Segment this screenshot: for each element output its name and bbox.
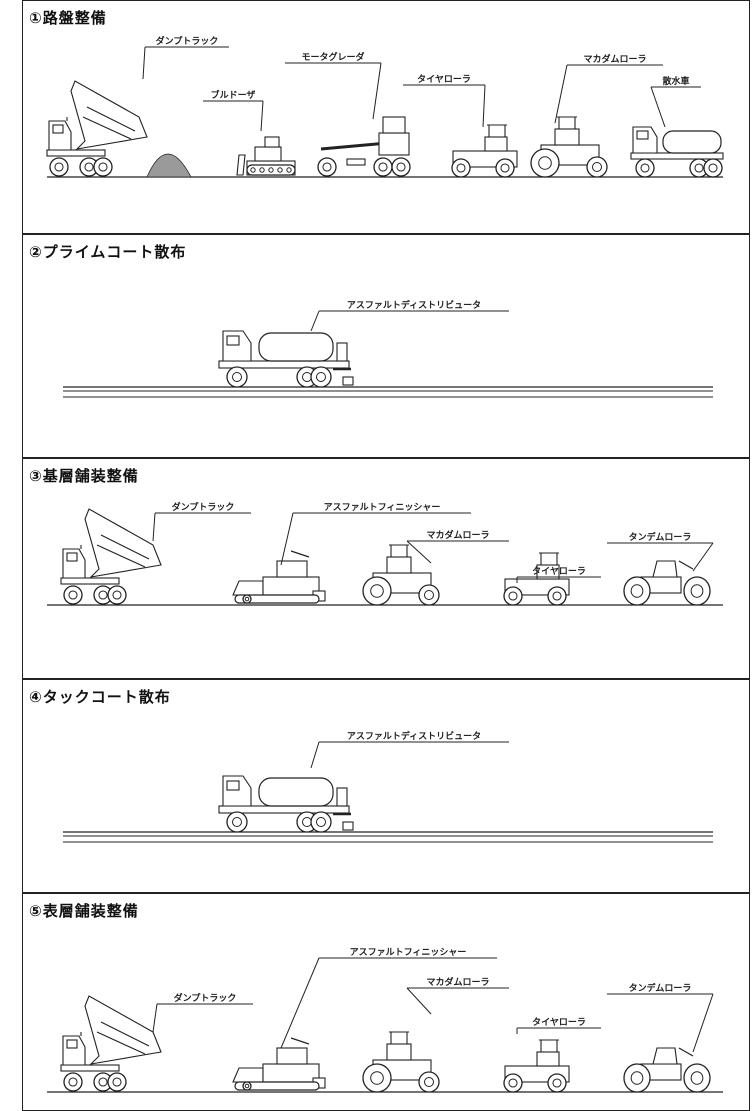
machine-label: タイヤローラ (417, 73, 471, 85)
asphalt-finisher (232, 550, 326, 604)
panel-scene: アスファルトディストリビュータ (63, 730, 713, 843)
tandem-roller (623, 1047, 711, 1093)
tire-roller (503, 1039, 570, 1093)
machine-label: タイヤローラ (532, 565, 586, 577)
asphalt-finisher (232, 1037, 326, 1091)
leader-line (403, 84, 486, 128)
leader-line (285, 62, 382, 120)
asphalt-distributor (218, 330, 354, 388)
tank-truck (630, 126, 724, 178)
leader-line (516, 1027, 601, 1034)
dump-truck (60, 995, 162, 1092)
panel-title: ⑤表層舗装整備 (29, 902, 139, 920)
figure-sheet: ①路盤整備 ダンプトラックブルドーザモータグレーダタイヤローラマカダムローラ散水… (22, 0, 752, 1111)
machine-label: アスファルトディストリビュータ (347, 299, 481, 311)
machine-label: アスファルトディストリビュータ (347, 730, 481, 742)
leader-line (152, 512, 251, 542)
macadam-roller (362, 1031, 440, 1093)
leader-line (310, 310, 509, 332)
leader-line (554, 64, 663, 124)
panel-title: ④タックコート散布 (29, 688, 171, 706)
leader-line (516, 576, 601, 583)
machine-label: アスファルトフィニッシャー (350, 947, 467, 958)
leader-line (310, 741, 509, 769)
machine-label: タイヤローラ (532, 1016, 586, 1028)
macadam-roller (530, 116, 608, 178)
leader-line (142, 46, 229, 80)
leader-line (203, 100, 264, 132)
tire-roller (503, 552, 570, 606)
bulldozer (236, 136, 296, 176)
machine-label: 散水車 (662, 75, 689, 87)
panel-prime-coat: ②プライムコート散布 アスファルトディストリビュータ (22, 234, 750, 458)
leader-line (607, 542, 714, 572)
leader-line (650, 86, 701, 128)
machine-label: タンデムローラ (629, 531, 692, 543)
machine-label: モータグレーダ (301, 51, 364, 63)
dump-truck (60, 508, 162, 605)
panel-scene: アスファルトディストリビュータ (63, 299, 713, 398)
leader-line (406, 987, 509, 1015)
dump-truck (46, 80, 148, 177)
panel-title: ①路盤整備 (29, 9, 107, 27)
machine-label: ブルドーザ (211, 89, 256, 101)
leader-line (280, 957, 497, 1049)
tandem-roller (623, 560, 711, 606)
machine-label: マカダムローラ (426, 976, 489, 988)
machine-label: タンデムローラ (629, 982, 692, 994)
machine-label: マカダムローラ (426, 529, 489, 541)
ground-line (63, 831, 713, 843)
tire-roller (451, 124, 518, 178)
panel-title: ②プライムコート散布 (29, 243, 187, 261)
panel-tack-coat: ④タックコート散布 アスファルトディストリビュータ (22, 679, 750, 893)
leader-line (280, 512, 471, 566)
machine-label: マカダムローラ (583, 53, 646, 65)
leader-line (406, 540, 509, 564)
soil-pile (146, 153, 192, 178)
leader-line (607, 993, 714, 1053)
panel-base-course: ③基層舗装整備 ダンプトラック アスファルトフィニッシャーマカダムローラタイヤロー… (22, 458, 750, 679)
machine-label: ダンプトラック (174, 992, 237, 1004)
panel-subbase: ①路盤整備 ダンプトラックブルドーザ モータグレーダタイヤローラ マカダムローラ散水… (22, 0, 750, 234)
machine-label: アスファルトフィニッシャー (324, 502, 441, 513)
leader-line (152, 1003, 253, 1033)
motor-grader (317, 116, 411, 177)
ground-line (63, 386, 713, 398)
machine-label: ダンプトラック (172, 501, 235, 513)
panel-title: ③基層舗装整備 (29, 467, 139, 485)
asphalt-distributor (218, 775, 354, 833)
macadam-roller (362, 544, 440, 606)
machine-label: ダンプトラック (156, 35, 219, 47)
panel-surface-course: ⑤表層舗装整備 ダンプトラック アスファルトフィニッシャーマカダムローラタイヤロー… (22, 893, 750, 1111)
